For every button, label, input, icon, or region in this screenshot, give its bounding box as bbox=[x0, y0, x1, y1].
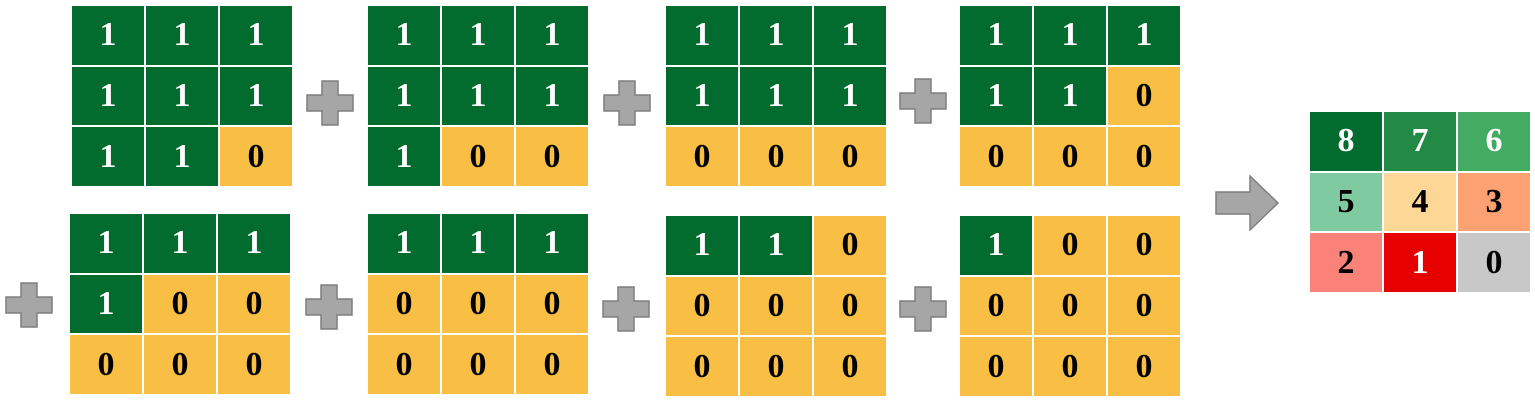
mask-cell: 0 bbox=[814, 276, 886, 336]
mask-cell: 0 bbox=[144, 274, 216, 334]
mask-cell: 1 bbox=[368, 6, 440, 65]
mask-cell: 0 bbox=[1108, 127, 1180, 186]
mask-cell: 0 bbox=[1108, 276, 1180, 336]
mask-cell: 1 bbox=[1034, 66, 1106, 126]
plus-icon bbox=[899, 286, 947, 332]
mask-cell: 1 bbox=[72, 6, 144, 65]
mask-cell: 0 bbox=[144, 335, 216, 394]
result-cell: 6 bbox=[1458, 112, 1530, 171]
mask-cell: 1 bbox=[368, 214, 440, 273]
mask-cell: 0 bbox=[1108, 216, 1180, 275]
plus-icon bbox=[306, 80, 354, 126]
result-cell: 4 bbox=[1384, 172, 1456, 232]
result-cell: 2 bbox=[1310, 233, 1382, 292]
mask-cell: 0 bbox=[666, 127, 738, 186]
mask-cell: 0 bbox=[666, 337, 738, 396]
mask-cell: 1 bbox=[740, 6, 812, 65]
mask-cell: 1 bbox=[72, 66, 144, 126]
mask-cell: 0 bbox=[1108, 66, 1180, 126]
mask-cell: 1 bbox=[442, 66, 514, 126]
mask-cell: 0 bbox=[666, 276, 738, 336]
mask-cell: 1 bbox=[1108, 6, 1180, 65]
plus-icon bbox=[603, 80, 651, 126]
mask-cell: 1 bbox=[516, 66, 588, 126]
mask-cell: 0 bbox=[442, 335, 514, 394]
mask-cell: 0 bbox=[218, 274, 290, 334]
result-cell: 0 bbox=[1458, 233, 1530, 292]
mask-cell: 0 bbox=[218, 335, 290, 394]
mask-cell: 0 bbox=[442, 127, 514, 186]
mask-cell: 0 bbox=[814, 216, 886, 275]
mask-cell: 1 bbox=[220, 6, 292, 65]
arrow-right-icon bbox=[1215, 174, 1280, 232]
mask-cell: 0 bbox=[740, 337, 812, 396]
mask-cell: 0 bbox=[740, 276, 812, 336]
mask-cell: 0 bbox=[1034, 216, 1106, 275]
mask-cell: 1 bbox=[70, 274, 142, 334]
mask-cell: 0 bbox=[368, 335, 440, 394]
mask-cell: 1 bbox=[146, 127, 218, 186]
mask-cell: 1 bbox=[1034, 6, 1106, 65]
plus-icon bbox=[305, 284, 353, 330]
mask-cell: 1 bbox=[516, 6, 588, 65]
mask-cell: 0 bbox=[960, 337, 1032, 396]
mask-cell: 1 bbox=[146, 6, 218, 65]
plus-icon bbox=[5, 282, 53, 328]
mask-cell: 0 bbox=[1034, 337, 1106, 396]
result-cell: 5 bbox=[1310, 172, 1382, 232]
mask-cell: 1 bbox=[218, 214, 290, 273]
mask-cell: 1 bbox=[368, 127, 440, 186]
mask-cell: 1 bbox=[960, 6, 1032, 65]
mask-cell: 1 bbox=[740, 216, 812, 275]
mask-cell: 1 bbox=[814, 6, 886, 65]
mask-cell: 1 bbox=[960, 66, 1032, 126]
mask-cell: 1 bbox=[960, 216, 1032, 275]
mask-cell: 1 bbox=[368, 66, 440, 126]
result-cell: 8 bbox=[1310, 112, 1382, 171]
result-cell: 7 bbox=[1384, 112, 1456, 171]
mask-cell: 1 bbox=[666, 216, 738, 275]
mask-cell: 0 bbox=[442, 274, 514, 334]
mask-cell: 1 bbox=[814, 66, 886, 126]
mask-cell: 1 bbox=[144, 214, 216, 273]
result-cell: 1 bbox=[1384, 233, 1456, 292]
mask-cell: 1 bbox=[70, 214, 142, 273]
mask-cell: 1 bbox=[220, 66, 292, 126]
mask-cell: 1 bbox=[442, 6, 514, 65]
mask-cell: 0 bbox=[814, 337, 886, 396]
mask-cell: 0 bbox=[516, 274, 588, 334]
mask-cell: 0 bbox=[70, 335, 142, 394]
mask-cell: 1 bbox=[516, 214, 588, 273]
plus-icon bbox=[602, 286, 650, 332]
mask-cell: 0 bbox=[516, 335, 588, 394]
mask-cell: 0 bbox=[814, 127, 886, 186]
mask-cell: 1 bbox=[666, 6, 738, 65]
result-cell: 3 bbox=[1458, 172, 1530, 232]
mask-cell: 1 bbox=[740, 66, 812, 126]
mask-cell: 1 bbox=[666, 66, 738, 126]
mask-cell: 0 bbox=[368, 274, 440, 334]
mask-cell: 0 bbox=[1034, 127, 1106, 186]
mask-cell: 0 bbox=[960, 276, 1032, 336]
plus-icon bbox=[899, 78, 947, 124]
mask-cell: 0 bbox=[1108, 337, 1180, 396]
mask-cell: 1 bbox=[146, 66, 218, 126]
mask-cell: 1 bbox=[72, 127, 144, 186]
mask-cell: 1 bbox=[442, 214, 514, 273]
mask-cell: 0 bbox=[1034, 276, 1106, 336]
mask-cell: 0 bbox=[220, 127, 292, 186]
mask-cell: 0 bbox=[516, 127, 588, 186]
mask-cell: 0 bbox=[740, 127, 812, 186]
mask-cell: 0 bbox=[960, 127, 1032, 186]
